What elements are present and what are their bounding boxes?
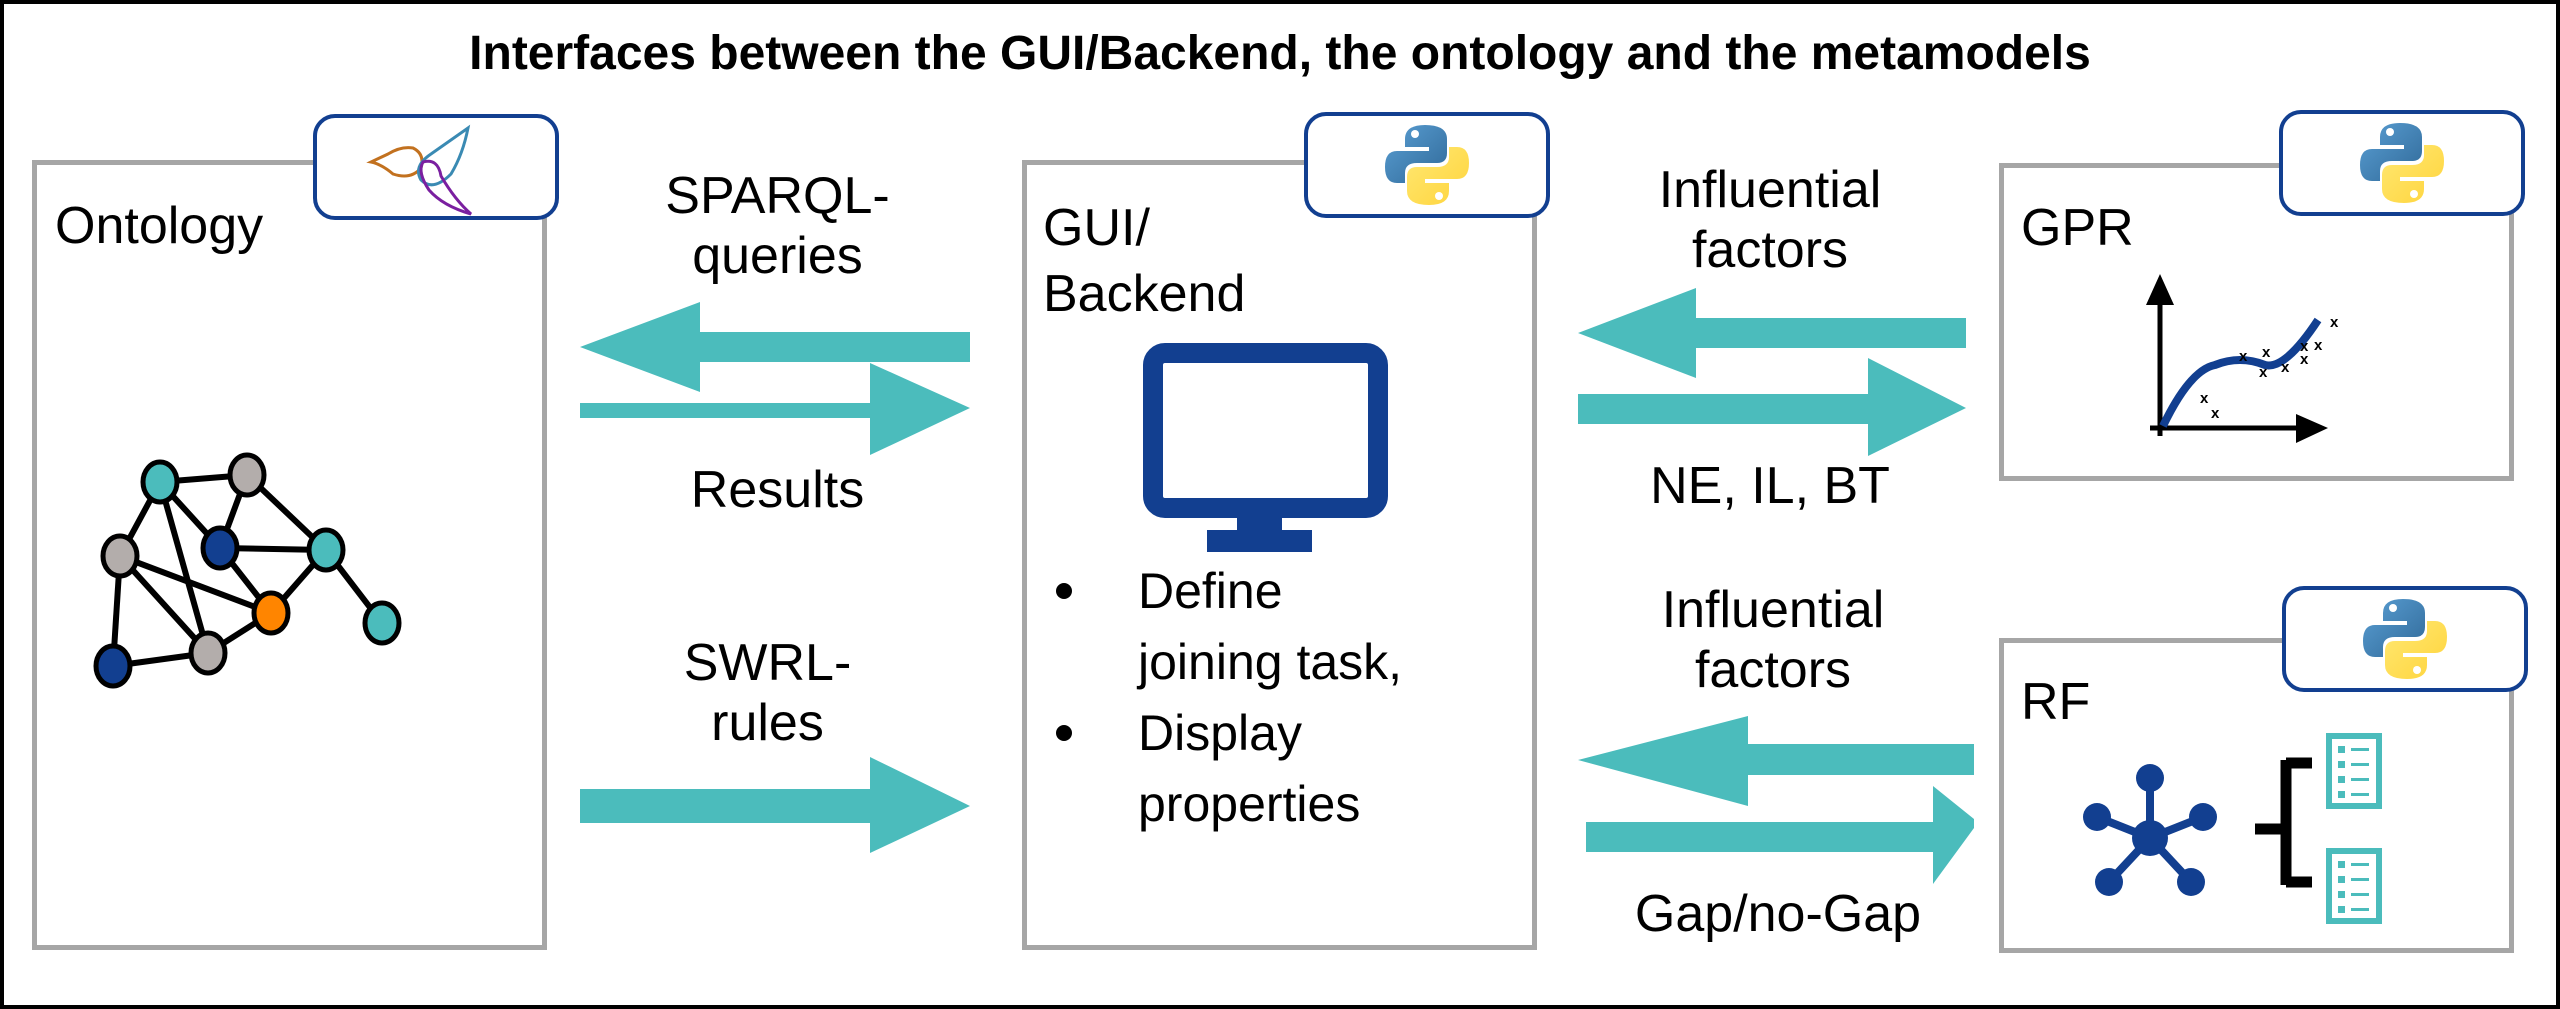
arrow-gpr-factors-to-gui	[1578, 288, 1966, 378]
gpr-label: GPR	[2021, 199, 2134, 257]
gui-backend-bullets: Define joining task, Display properties	[1044, 556, 1402, 840]
graph-node	[251, 590, 291, 636]
data-point: x	[2281, 359, 2290, 376]
data-point: x	[2211, 405, 2220, 422]
checklist-bullet	[2338, 906, 2345, 913]
graph-edge	[118, 553, 273, 616]
checklist-bullet	[2338, 791, 2345, 798]
graph-node	[93, 643, 133, 689]
checklist-icon	[2326, 848, 2382, 924]
flow-label-rf-in: Influential factors	[1593, 580, 1953, 700]
data-point: x	[2314, 337, 2323, 354]
checklist-line	[2351, 748, 2369, 751]
flow-label-line: SPARQL-	[665, 167, 890, 225]
checklist-line	[2351, 893, 2369, 896]
checklist-bullet	[2338, 761, 2345, 768]
graph-edge	[117, 553, 211, 656]
checklist-line	[2351, 793, 2369, 796]
arrow-sparql-to-ontology	[580, 302, 970, 392]
bullet-item: Display properties	[1044, 698, 1402, 840]
arrow-swrl-to-gui	[580, 757, 970, 853]
graph-node	[188, 630, 228, 676]
diagram-title: Interfaces between the GUI/Backend, the …	[469, 27, 2091, 80]
flow-label-line: Influential	[1661, 581, 1885, 639]
python-blue-snake	[2360, 123, 2422, 181]
gui-backend-box	[1022, 160, 1537, 950]
data-point: x	[2330, 314, 2339, 331]
graph-node	[140, 459, 180, 505]
arrow-gui-to-gpr	[1578, 358, 1966, 456]
data-point: x	[2300, 338, 2309, 355]
data-point: x	[2259, 364, 2268, 381]
checklist-line	[2351, 908, 2369, 911]
graph-node	[200, 525, 240, 571]
rf-label: RF	[2021, 673, 2091, 731]
checklist-bullet	[2338, 891, 2345, 898]
flow-label-line: queries	[692, 227, 863, 285]
python-logo-icon	[2360, 123, 2444, 203]
flow-label-line: rules	[711, 694, 824, 752]
python-yellow-snake	[2382, 145, 2444, 203]
owl-ontology-logo-icon	[366, 124, 472, 216]
graph-edge	[157, 481, 211, 654]
data-point: x	[2262, 344, 2271, 361]
bullet-dot	[1056, 725, 1072, 741]
python-yellow-snake	[2385, 621, 2447, 679]
random-forest-icon	[2083, 764, 2217, 896]
graph-node	[306, 527, 346, 573]
data-point: x	[2239, 348, 2248, 365]
checklist-bullet	[2338, 746, 2345, 753]
gui-backend-label-line1: GUI/	[1043, 199, 1150, 257]
checklist-line	[2351, 763, 2369, 766]
flow-label-gpr-in: Influential factors	[1590, 160, 1950, 280]
bullet-text: Define	[1138, 563, 1283, 619]
bracket-icon	[2255, 757, 2312, 888]
flow-label-line: SWRL-	[683, 634, 852, 692]
flow-label-line: factors	[1694, 641, 1852, 699]
data-point: x	[2200, 390, 2209, 407]
checklist-bullet	[2338, 776, 2345, 783]
python-logo-icon	[2363, 599, 2447, 679]
python-yellow-snake	[1407, 147, 1469, 205]
flow-label-rf-out: Gap/no-Gap	[1634, 885, 1922, 943]
regression-plot-icon: x x x x x x x x x x	[2146, 274, 2339, 443]
flow-label-swrl: SWRL- rules	[590, 633, 945, 753]
arrow-results-to-gui	[580, 363, 970, 455]
gpr-box	[1999, 163, 2514, 481]
bullet-dot	[1056, 583, 1072, 599]
checklist-line	[2351, 863, 2369, 866]
python-logo-icon	[1385, 125, 1469, 205]
monitor-icon	[1143, 343, 1388, 552]
gui-backend-badge	[1304, 112, 1550, 218]
flow-label-gpr-out: NE, IL, BT	[1650, 457, 1890, 515]
arrow-rf-factors-to-gui	[1578, 716, 1974, 806]
graph-node	[100, 533, 140, 579]
graph-node	[362, 600, 402, 646]
flow-label-sparql: SPARQL- queries	[600, 166, 955, 286]
gui-backend-label-line2: Backend	[1043, 265, 1246, 323]
checklist-line	[2351, 778, 2369, 781]
arrow-gui-to-rf	[1586, 786, 1974, 884]
rf-badge	[2282, 586, 2528, 692]
checklist-icon	[2326, 733, 2382, 809]
python-blue-snake	[1385, 125, 1447, 183]
flow-label-line: Influential	[1658, 161, 1882, 219]
flow-label-results: Results	[690, 461, 865, 519]
ontology-label: Ontology	[55, 197, 264, 255]
checklist-bullet	[2338, 861, 2345, 868]
bullet-item: Define joining task,	[1044, 556, 1402, 698]
python-blue-snake	[2363, 599, 2425, 657]
knowledge-graph-icon	[93, 452, 402, 689]
bullet-text: properties	[1138, 776, 1361, 832]
bullet-text: Display	[1138, 705, 1302, 761]
flow-label-line: factors	[1691, 221, 1849, 279]
data-point: x	[2300, 351, 2309, 368]
checklist-line	[2351, 878, 2369, 881]
gpr-badge	[2279, 110, 2525, 216]
ontology-badge	[313, 114, 559, 220]
checklist-bullet	[2338, 876, 2345, 883]
graph-node	[227, 452, 267, 498]
bullet-text: joining task,	[1138, 634, 1403, 690]
